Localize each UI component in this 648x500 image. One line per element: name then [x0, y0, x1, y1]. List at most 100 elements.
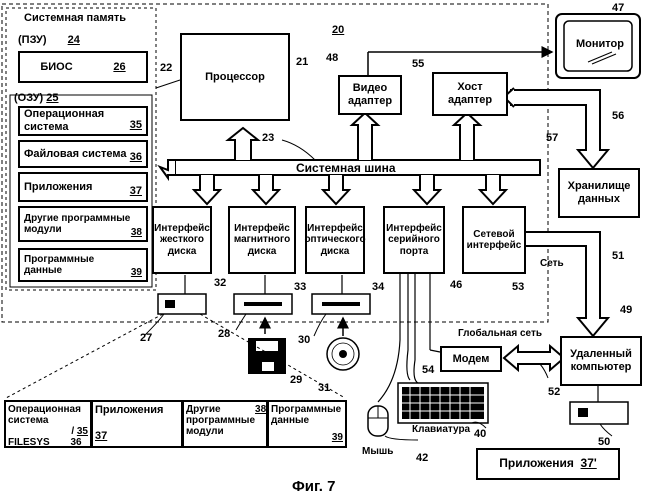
os-label: Операционная система: [8, 404, 81, 426]
mouse-label: Мышь: [362, 446, 393, 457]
table-cell-os: Операционная система / 35 FILESYS 36: [4, 400, 92, 448]
interface-box: Интерфейс оптического диска: [305, 206, 365, 274]
bus-to-video: [352, 113, 378, 160]
apps-label: Приложения: [95, 404, 179, 416]
global-network-link: [504, 346, 564, 370]
processor-label: Процессор: [205, 71, 265, 84]
other-label: Другие программные модули: [186, 404, 255, 437]
interface-number: 53: [512, 281, 524, 293]
interface-label: Сетевой интерфейс: [464, 229, 524, 252]
modem-number: 54: [422, 364, 434, 376]
ram-item-number: 37: [130, 185, 142, 198]
rom-number: 24: [68, 34, 80, 46]
bios-label: БИОС: [40, 61, 72, 74]
network-number: 51: [612, 250, 624, 262]
os-slash: /: [71, 426, 74, 437]
ram-item-box: Файловая система36: [18, 140, 148, 168]
ram-label: (ОЗУ) 25: [14, 92, 59, 104]
ram-item-label: Программные данные: [24, 254, 131, 277]
bios-number: 26: [113, 61, 125, 74]
video-adapter-label: Видео адаптер: [340, 82, 400, 107]
ram-text: (ОЗУ): [14, 92, 43, 104]
ram-item-label: Другие программные модули: [24, 213, 131, 236]
monitor-label: Монитор: [576, 38, 624, 50]
hdd-number: 27: [140, 332, 152, 344]
ram-item-number: 38: [131, 227, 142, 239]
video-adapter-number: 48: [326, 52, 338, 64]
ram-item-label: Файловая система: [24, 148, 130, 161]
processor-box: Процессор: [180, 33, 290, 121]
apps-number: 37: [95, 430, 179, 442]
storage-number: 57: [546, 132, 558, 144]
system-memory-number: 22: [160, 62, 172, 74]
other-number: 38: [255, 404, 266, 437]
interface-number: 33: [294, 281, 306, 293]
storage-box: Хранилище данных: [558, 168, 640, 218]
system-bus-number: 23: [262, 132, 274, 144]
remote-computer-label: Удаленный компьютер: [562, 348, 640, 373]
keyboard-label: Клавиатура: [412, 424, 470, 435]
system-memory-title: Системная память: [24, 12, 126, 24]
remote-disk-number: 50: [598, 436, 610, 448]
global-network-label: Глобальная сеть: [458, 328, 542, 339]
figure-caption: Фиг. 7: [292, 478, 335, 495]
floppy-disk-number: 29: [290, 374, 302, 386]
ram-item-number: 36: [130, 151, 142, 164]
interface-label: Интерфейс магнитного диска: [230, 223, 294, 258]
ram-item-box: Операционная система35: [18, 106, 148, 136]
interface-box: Сетевой интерфейс: [462, 206, 526, 274]
interface-label: Интерфейс серийного порта: [385, 223, 443, 258]
network-label: Сеть: [540, 258, 564, 269]
fdd-number: 28: [218, 328, 230, 340]
ram-item-box: Другие программные модули38: [18, 206, 148, 242]
storage-label: Хранилище данных: [560, 180, 638, 205]
monitor-number: 47: [612, 2, 624, 14]
table-cell-other: Другие программные модули38: [182, 400, 268, 448]
host-adapter-label: Хост адаптер: [434, 81, 506, 106]
bus-to-processor: [228, 128, 258, 160]
os-number: 35: [77, 426, 88, 437]
ram-item-box: Приложения37: [18, 172, 148, 202]
interface-box: Интерфейс магнитного диска: [228, 206, 296, 274]
rom-text: (ПЗУ): [18, 34, 47, 46]
mouse-icon: [368, 406, 388, 436]
remote-applications-box: Приложения 37': [476, 448, 620, 480]
interface-number: 34: [372, 281, 384, 293]
interface-label: Интерфейс оптического диска: [304, 223, 365, 258]
host-adapter-number: 55: [412, 58, 424, 70]
remote-computer-box: Удаленный компьютер: [560, 336, 642, 386]
video-adapter-box: Видео адаптер: [338, 75, 402, 115]
modem-label: Модем: [453, 353, 490, 366]
processor-number: 21: [296, 56, 308, 68]
rom-label: (ПЗУ) 24: [18, 34, 80, 46]
table-cell-data: Программные данные 39: [267, 400, 347, 448]
remote-applications-label: Приложения: [499, 457, 574, 471]
host-adapter-box: Хост адаптер: [432, 72, 508, 116]
interface-number: 46: [450, 279, 462, 291]
interface-box: Интерфейс жесткого диска: [152, 206, 212, 274]
storage-link-number: 56: [612, 110, 624, 122]
cdd-number: 30: [298, 334, 310, 346]
keyboard-icon: [398, 383, 488, 423]
filesys-label: FILESYS: [8, 437, 50, 448]
remote-applications-number: 37': [581, 457, 597, 471]
bios-box: БИОС 26: [18, 51, 148, 83]
interface-label: Интерфейс жесткого диска: [154, 223, 210, 258]
system-bus-label: Системная шина: [296, 161, 396, 175]
bus-to-host: [454, 113, 480, 160]
ram-number: 25: [46, 92, 58, 104]
ram-item-number: 39: [131, 267, 142, 279]
interface-box: Интерфейс серийного порта: [383, 206, 445, 274]
keyboard-number: 40: [474, 428, 486, 440]
remote-computer-number: 49: [620, 304, 632, 316]
ram-item-label: Приложения: [24, 181, 130, 194]
ram-item-label: Операционная система: [24, 108, 130, 133]
data-label: Программные данные: [271, 404, 343, 426]
table-cell-apps: Приложения 37: [91, 400, 183, 448]
data-number: 39: [271, 432, 343, 443]
modem-link-number: 52: [548, 386, 560, 398]
interface-number: 32: [214, 277, 226, 289]
filesys-number: 36: [70, 437, 81, 448]
ram-item-box: Программные данные39: [18, 248, 148, 282]
computer-number: 20: [332, 24, 344, 36]
